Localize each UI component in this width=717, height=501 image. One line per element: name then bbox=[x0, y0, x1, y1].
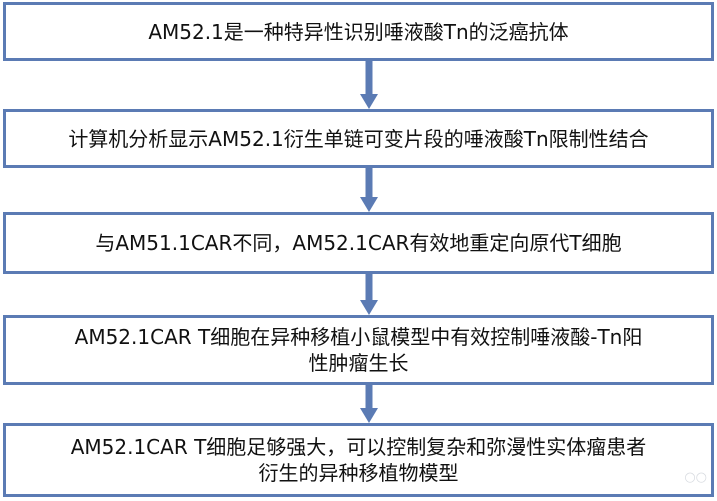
down-arrow-icon bbox=[360, 168, 378, 212]
flow-step-4-text: AM52.1CAR T细胞在异种移植小鼠模型中有效控制唾液酸-Tn阳 性肿瘤生长 bbox=[75, 324, 643, 376]
flow-step-5-line-1: AM52.1CAR T细胞足够强大，可以控制复杂和弥漫性实体瘤患者 bbox=[70, 435, 647, 459]
flow-step-2: 计算机分析显示AM52.1衍生单链可变片段的唾液酸Tn限制性结合 bbox=[3, 109, 714, 168]
flow-step-4: AM52.1CAR T细胞在异种移植小鼠模型中有效控制唾液酸-Tn阳 性肿瘤生长 bbox=[3, 315, 714, 385]
flow-step-1-line-1: AM52.1是一种特异性识别唾液酸Tn的泛癌抗体 bbox=[148, 19, 569, 44]
flow-step-1: AM52.1是一种特异性识别唾液酸Tn的泛癌抗体 bbox=[3, 2, 714, 61]
flow-step-3: 与AM51.1CAR不同，AM52.1CAR有效地重定向原代T细胞 bbox=[3, 212, 714, 274]
flow-step-2-line-1: 计算机分析显示AM52.1衍生单链可变片段的唾液酸Tn限制性结合 bbox=[68, 126, 649, 151]
watermark-icon: ○○ bbox=[684, 470, 707, 485]
down-arrow-icon bbox=[360, 61, 378, 109]
flow-step-5-text: AM52.1CAR T细胞足够强大，可以控制复杂和弥漫性实体瘤患者 衍生的异种移… bbox=[71, 434, 647, 486]
flow-step-1-text: AM52.1是一种特异性识别唾液酸Tn的泛癌抗体 bbox=[148, 19, 568, 45]
flow-step-5-line-2: 衍生的异种移植物模型 bbox=[258, 461, 459, 485]
down-arrow-icon bbox=[360, 385, 378, 423]
flow-step-3-line-1: 与AM51.1CAR不同，AM52.1CAR有效地重定向原代T细胞 bbox=[95, 231, 622, 255]
flow-step-4-line-2: 性肿瘤生长 bbox=[308, 351, 409, 375]
down-arrow-icon bbox=[360, 274, 378, 315]
flow-step-4-line-1: AM52.1CAR T细胞在异种移植小鼠模型中有效控制唾液酸-Tn阳 bbox=[74, 325, 643, 349]
flow-step-2-text: 计算机分析显示AM52.1衍生单链可变片段的唾液酸Tn限制性结合 bbox=[68, 126, 648, 152]
flow-step-5: AM52.1CAR T细胞足够强大，可以控制复杂和弥漫性实体瘤患者 衍生的异种移… bbox=[3, 423, 714, 497]
flow-step-3-text: 与AM51.1CAR不同，AM52.1CAR有效地重定向原代T细胞 bbox=[95, 230, 621, 256]
